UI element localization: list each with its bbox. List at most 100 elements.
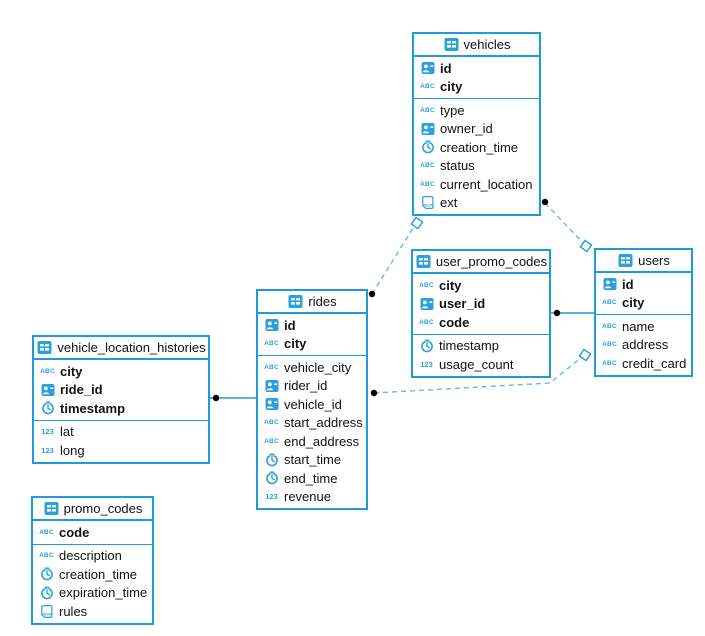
number-icon: 123 xyxy=(420,359,433,369)
time-icon xyxy=(263,452,280,467)
field-row-timestamp: timestamp xyxy=(34,399,208,418)
table-header: vehicles xyxy=(414,34,539,57)
field-label: description xyxy=(59,548,122,564)
table-icon xyxy=(287,294,304,309)
field-label: code xyxy=(439,314,470,330)
id-icon xyxy=(263,379,280,393)
field-row-id: id xyxy=(258,316,366,335)
field-label: id xyxy=(622,276,634,292)
text-icon: ABC xyxy=(420,83,435,91)
field-row-creation_time: creation_time xyxy=(33,565,152,584)
field-row-id: id xyxy=(596,275,691,294)
field-row-vehicle_id: vehicle_id xyxy=(258,395,366,414)
table-icon xyxy=(415,254,432,269)
svg-text:JSON: JSON xyxy=(41,611,52,616)
table-icon xyxy=(443,37,460,52)
field-label: timestamp xyxy=(439,338,499,354)
relationship-vehicles-users[interactable] xyxy=(544,202,585,245)
json-icon: JSON xyxy=(419,195,436,210)
field-label: credit_card xyxy=(622,355,687,371)
text-icon: ABC xyxy=(602,341,617,349)
number-icon: 123 xyxy=(265,492,278,502)
number-icon: 123 xyxy=(41,445,54,455)
table-title: users xyxy=(638,253,670,268)
number-icon: 123 xyxy=(41,427,54,437)
field-label: start_time xyxy=(284,452,342,468)
field-label: owner_id xyxy=(440,121,493,137)
relationship-diamond xyxy=(410,216,424,230)
relationship-dot xyxy=(368,290,376,298)
table-title: promo_codes xyxy=(63,501,143,516)
relationship-dot xyxy=(541,198,549,206)
field-row-start_time: start_time xyxy=(258,451,366,470)
field-label: rider_id xyxy=(284,378,328,394)
field-label: city xyxy=(284,336,307,352)
field-row-expiration_time: expiration_time xyxy=(33,584,152,603)
table-header: users xyxy=(596,250,691,273)
field-label: city xyxy=(439,277,462,293)
text-icon: ABC xyxy=(39,528,54,536)
text-icon: ABC xyxy=(419,318,434,326)
field-label: type xyxy=(440,102,465,118)
table-title: vehicles xyxy=(463,37,511,52)
relationship-rides-vehicles[interactable] xyxy=(371,224,416,295)
field-label: vehicle_city xyxy=(284,359,352,375)
time-icon xyxy=(38,567,55,581)
field-label: vehicle_id xyxy=(284,396,342,412)
field-row-status: ABC status xyxy=(414,157,539,176)
field-row-end_time: end_time xyxy=(258,469,366,488)
id-icon xyxy=(601,277,618,291)
field-row-creation_time: creation_time xyxy=(414,138,539,157)
field-label: end_address xyxy=(284,433,360,449)
field-label: current_location xyxy=(440,176,533,192)
text-icon: ABC xyxy=(39,552,54,560)
text-icon: ABC xyxy=(40,367,55,375)
table-header: rides xyxy=(258,291,366,314)
text-icon: ABC xyxy=(420,162,435,170)
field-label: expiration_time xyxy=(59,585,148,601)
relationship-dot xyxy=(553,309,561,317)
text-icon: ABC xyxy=(420,106,435,114)
field-label: status xyxy=(440,158,475,174)
time-icon xyxy=(39,401,56,415)
table-title: vehicle_location_histories xyxy=(57,340,206,355)
id-icon xyxy=(419,61,436,75)
table-title: user_promo_codes xyxy=(435,254,548,269)
svg-text:JSON: JSON xyxy=(422,203,433,208)
field-label: id xyxy=(284,317,296,333)
relationship-dot xyxy=(212,394,220,402)
field-label: city xyxy=(622,295,645,311)
field-row-code: ABC code xyxy=(413,313,549,332)
field-row-timestamp: timestamp xyxy=(413,337,549,356)
field-label: creation_time xyxy=(440,139,519,155)
field-label: id xyxy=(440,60,452,76)
table-icon xyxy=(617,253,634,268)
table-header: promo_codes xyxy=(33,498,152,521)
relationship-diamond xyxy=(579,239,593,253)
table-title: rides xyxy=(308,294,337,309)
